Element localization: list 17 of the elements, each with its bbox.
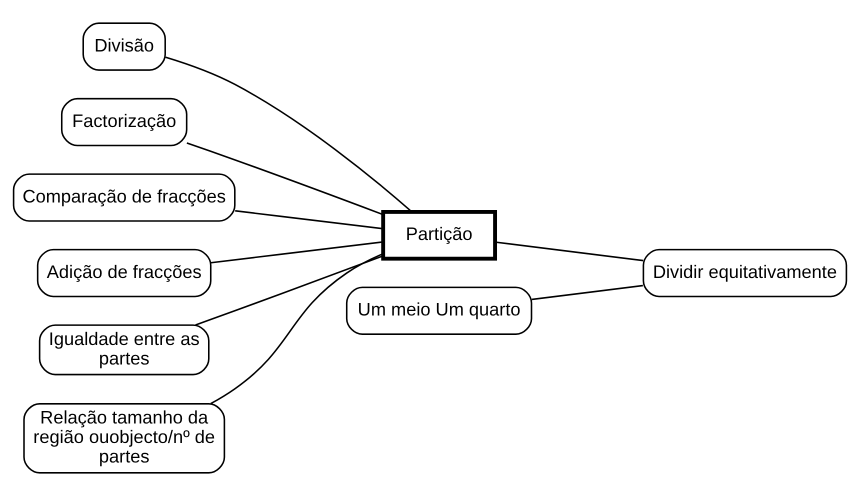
node-box: Igualdade entre as partes	[38, 324, 210, 376]
node-box: Comparação de fracções	[12, 173, 236, 222]
node-box: Um meio Um quarto	[346, 286, 532, 335]
node-box: Relação tamanho da região ouobjecto/nº de partes	[23, 403, 226, 474]
connector	[210, 241, 384, 264]
node-box: Partição	[381, 210, 498, 261]
connector	[165, 56, 412, 212]
connector	[186, 142, 384, 216]
node-box: Divisão	[82, 22, 166, 71]
connector	[532, 284, 643, 300]
node-box: Factorização	[60, 98, 188, 146]
node-box: Adição de fracções	[36, 248, 212, 298]
connector	[210, 253, 384, 404]
connector	[495, 241, 644, 262]
connector	[195, 255, 384, 326]
connector	[235, 210, 383, 230]
node-box: Dividir equitativamente	[642, 248, 848, 298]
